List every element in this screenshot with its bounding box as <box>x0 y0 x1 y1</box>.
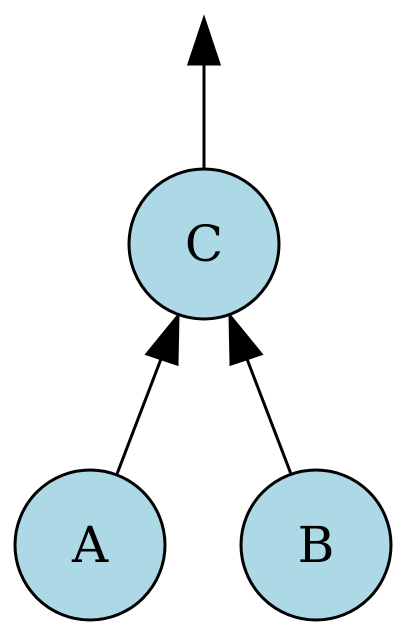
node-b[interactable]: B <box>239 468 393 622</box>
node-a-circle <box>13 468 167 622</box>
edge-c-output <box>186 14 222 170</box>
node-c[interactable]: C <box>127 167 281 321</box>
node-a[interactable]: A <box>13 468 167 622</box>
edge-a-to-c-arrowhead <box>144 311 180 367</box>
edge-c-output-arrowhead <box>186 14 222 66</box>
edge-a-to-c <box>115 311 180 475</box>
node-c-label: C <box>185 215 223 273</box>
node-b-label: B <box>298 516 335 574</box>
edge-a-to-c-line <box>115 358 163 475</box>
edge-b-to-c-arrowhead <box>228 311 264 367</box>
edge-b-to-c-line <box>245 358 293 475</box>
node-c-circle <box>127 167 281 321</box>
edge-b-to-c <box>228 311 293 475</box>
node-a-label: A <box>71 516 109 574</box>
node-b-circle <box>239 468 393 622</box>
